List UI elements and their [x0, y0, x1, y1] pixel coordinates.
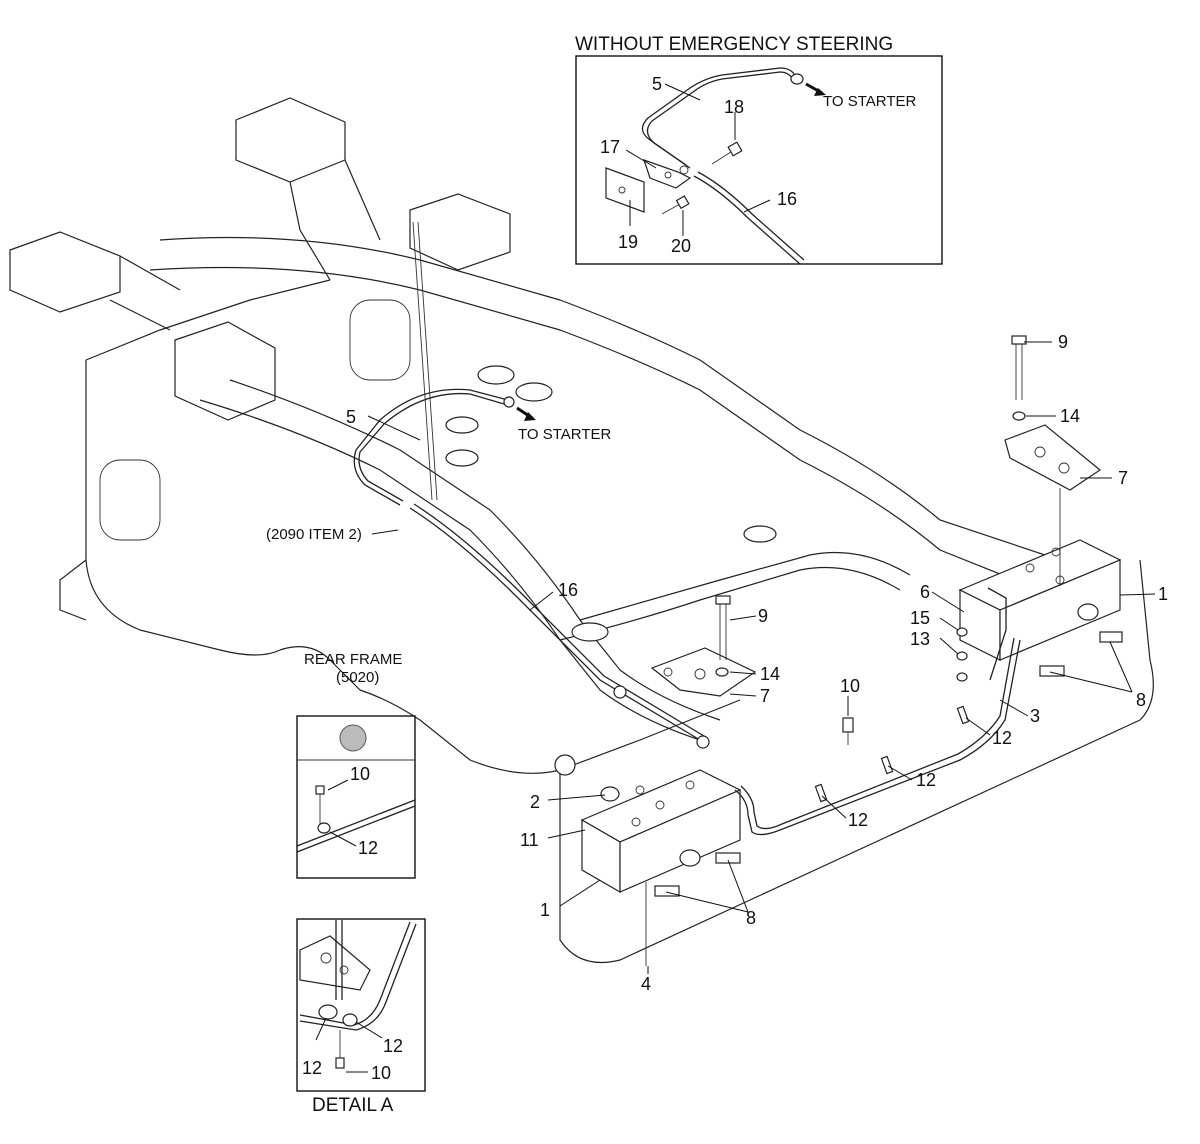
callout-7-front: 7: [760, 686, 770, 706]
inset-frame: [575, 55, 943, 265]
inset-to-starter-label: TO STARTER: [823, 93, 917, 110]
inset-callout-17: 17: [600, 137, 620, 157]
callout-8-front: 8: [746, 908, 756, 928]
callout-6: 6: [920, 582, 930, 602]
callout-13: 13: [910, 629, 930, 649]
battery-box-front: [580, 769, 742, 897]
callout-14-front: 14: [760, 664, 780, 684]
inset-callout-5: 5: [652, 74, 662, 94]
detail-a-callout-12-right: 12: [383, 1036, 403, 1056]
cables-and-hardware: [353, 335, 1102, 966]
callout-12-a: 12: [992, 728, 1012, 748]
ref-item-label: (2090 ITEM 2): [266, 526, 362, 543]
callout-11: 11: [520, 830, 539, 850]
detail-a-callout-10: 10: [371, 1063, 391, 1083]
rear-frame-label: REAR FRAME: [304, 651, 402, 668]
callout-16-main: 16: [558, 580, 578, 600]
rear-frame-ref-label: (5020): [336, 669, 379, 686]
callout-2: 2: [530, 792, 540, 812]
callout-3: 3: [1030, 706, 1040, 726]
detail-a-box: 12 12 10 DETAIL A: [296, 918, 426, 1116]
to-starter-label: TO STARTER: [518, 426, 612, 443]
hatch-symbol: [339, 724, 367, 752]
detail-a-label: DETAIL A: [312, 1095, 394, 1116]
callout-12-c: 12: [848, 810, 868, 830]
callout-1-front: 1: [540, 900, 550, 920]
callout-4: 4: [641, 974, 651, 994]
callouts-main: 9 14 7 5 1 6 15 13 16 9 14 7 10 3 8 12 1…: [266, 332, 1168, 994]
inset-without-emergency-steering: WITHOUT EMERGENCY STEERING 5 18 17: [575, 34, 943, 265]
callout-15: 15: [910, 608, 930, 628]
callout-1-rear: 1: [1158, 584, 1168, 604]
detail-clamp-box: 10 12: [296, 715, 416, 879]
rear-frame-drawing: [9, 97, 1154, 964]
callout-5-main: 5: [346, 407, 356, 427]
inset-callout-20: 20: [671, 236, 691, 256]
callout-12-b: 12: [916, 770, 936, 790]
callout-9-rear: 9: [1058, 332, 1068, 352]
callout-7-rear: 7: [1118, 468, 1128, 488]
inset-callout-16: 16: [777, 189, 797, 209]
callout-8-rear: 8: [1136, 690, 1146, 710]
inset-callout-19: 19: [618, 232, 638, 252]
inset-callout-18: 18: [724, 97, 744, 117]
detail-callout-10: 10: [350, 764, 370, 784]
battery-box-rear: [958, 539, 1123, 677]
callout-10-main: 10: [840, 676, 860, 696]
detail-a-callout-12-left: 12: [302, 1058, 322, 1078]
inset-title: WITHOUT EMERGENCY STEERING: [575, 34, 893, 55]
detail-callout-12: 12: [358, 838, 378, 858]
callout-9-front: 9: [758, 606, 768, 626]
callout-14-rear: 14: [1060, 406, 1080, 426]
